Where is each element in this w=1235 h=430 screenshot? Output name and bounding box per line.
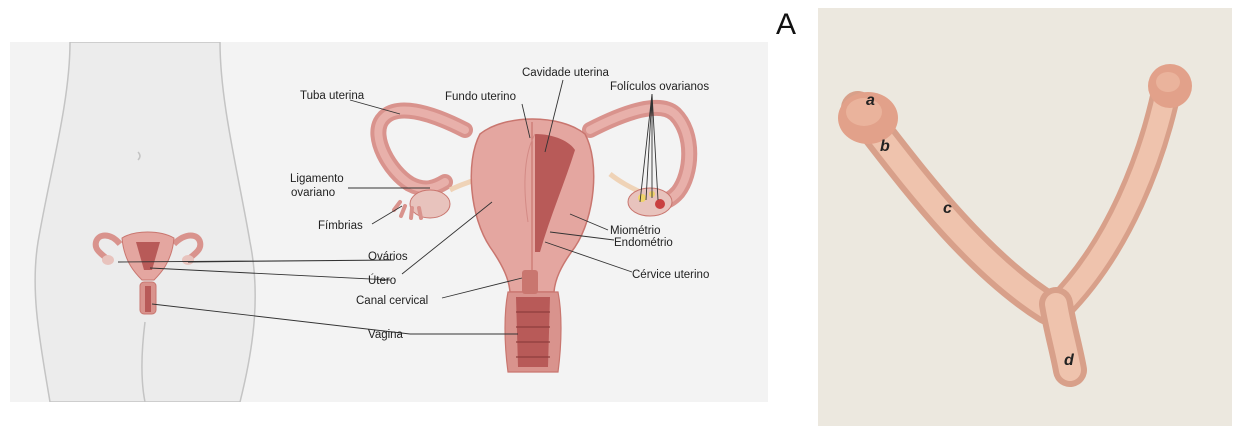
anatomy-diagram: Tuba uterina Fundo uterino Cavidade uter… bbox=[10, 42, 768, 402]
specimen-photo: a b c d bbox=[818, 8, 1232, 426]
label-cavidade-uterina: Cavidade uterina bbox=[522, 67, 610, 79]
body-silhouette bbox=[35, 42, 255, 402]
photo-label-a: a bbox=[866, 92, 875, 110]
label-foliculos-ovarianos: Folículos ovarianos bbox=[610, 81, 709, 93]
anatomy-diagram-panel: Tuba uterina Fundo uterino Cavidade uter… bbox=[10, 42, 768, 402]
label-cervice-uterino: Cérvice uterino bbox=[632, 269, 709, 281]
label-ligamento-line1: Ligamento bbox=[290, 173, 344, 185]
label-ligamento-line2: ovariano bbox=[291, 187, 335, 199]
panel-a-letter: A bbox=[776, 8, 796, 42]
label-ovarios: Ovários bbox=[368, 251, 408, 263]
label-utero: Útero bbox=[368, 274, 396, 287]
label-canal-cervical: Canal cervical bbox=[356, 295, 428, 307]
label-tuba-uterina: Tuba uterina bbox=[300, 90, 365, 102]
label-endometrio: Endométrio bbox=[614, 237, 673, 249]
photo-label-c: c bbox=[943, 200, 952, 218]
label-vagina: Vagina bbox=[368, 329, 404, 341]
photo-label-d: d bbox=[1064, 352, 1074, 370]
label-miometrio: Miométrio bbox=[610, 225, 660, 237]
specimen-photo-svg bbox=[818, 8, 1232, 426]
label-fundo-uterino: Fundo uterino bbox=[445, 91, 516, 103]
label-fimbrias: Fímbrias bbox=[318, 220, 363, 232]
photo-label-b: b bbox=[880, 138, 890, 156]
